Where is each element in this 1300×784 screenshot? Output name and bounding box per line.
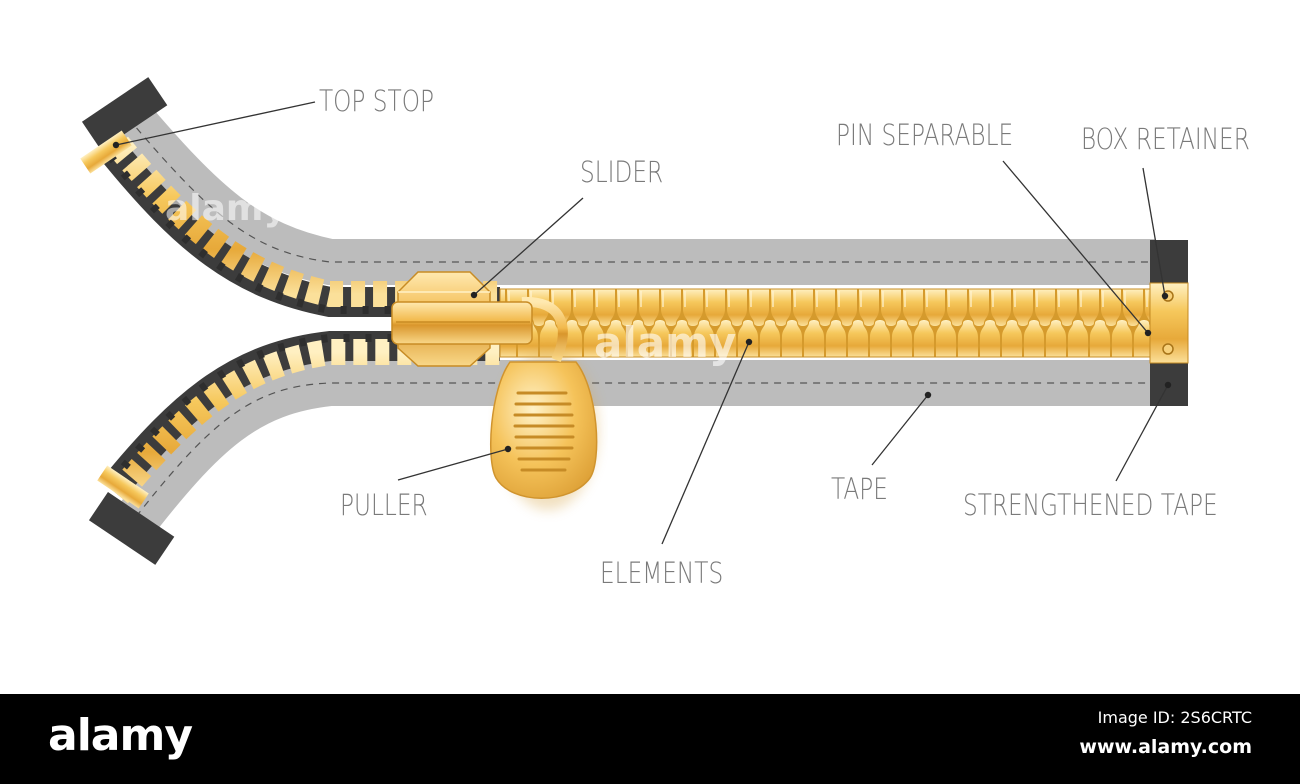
puller	[489, 296, 598, 510]
zipper-diagram	[80, 77, 1189, 565]
chain-curve-upper	[100, 136, 500, 317]
leader-top-stop	[115, 101, 316, 146]
label-pin-separable: PIN SEPARABLE	[836, 118, 1014, 152]
leader-slider	[473, 197, 584, 296]
leader-elements	[661, 341, 750, 545]
image-id: Image ID: 2S6CRTC	[1097, 708, 1252, 727]
brand-logo[interactable]: alamy	[48, 710, 193, 761]
leader-dots	[112, 141, 1172, 453]
label-slider: SLIDER	[580, 155, 664, 189]
label-strengthened-tape: STRENGTHENED TAPE	[963, 488, 1218, 522]
elements-chain	[499, 288, 1151, 358]
leader-lines	[115, 101, 1169, 545]
slider	[391, 271, 533, 367]
leader-tape	[871, 394, 929, 466]
label-tape: TAPE	[831, 472, 888, 506]
top-stop-lower	[88, 465, 175, 565]
leader-puller	[397, 448, 509, 481]
box-retainer	[1149, 282, 1189, 364]
leader-box-retainer	[1142, 167, 1166, 297]
label-box-retainer: BOX RETAINER	[1081, 122, 1250, 156]
leader-strengthened-tape	[1115, 384, 1169, 482]
chain-curve-lower	[100, 331, 500, 504]
leader-pin-separable	[1002, 160, 1149, 334]
label-puller: PULLER	[340, 488, 428, 522]
tape	[109, 100, 1155, 545]
site-url[interactable]: www.alamy.com	[1079, 736, 1252, 758]
label-elements: ELEMENTS	[600, 556, 724, 590]
label-top-stop: TOP STOP	[319, 84, 434, 118]
footer-bar: alamy Image ID: 2S6CRTC www.alamy.com	[0, 694, 1300, 784]
